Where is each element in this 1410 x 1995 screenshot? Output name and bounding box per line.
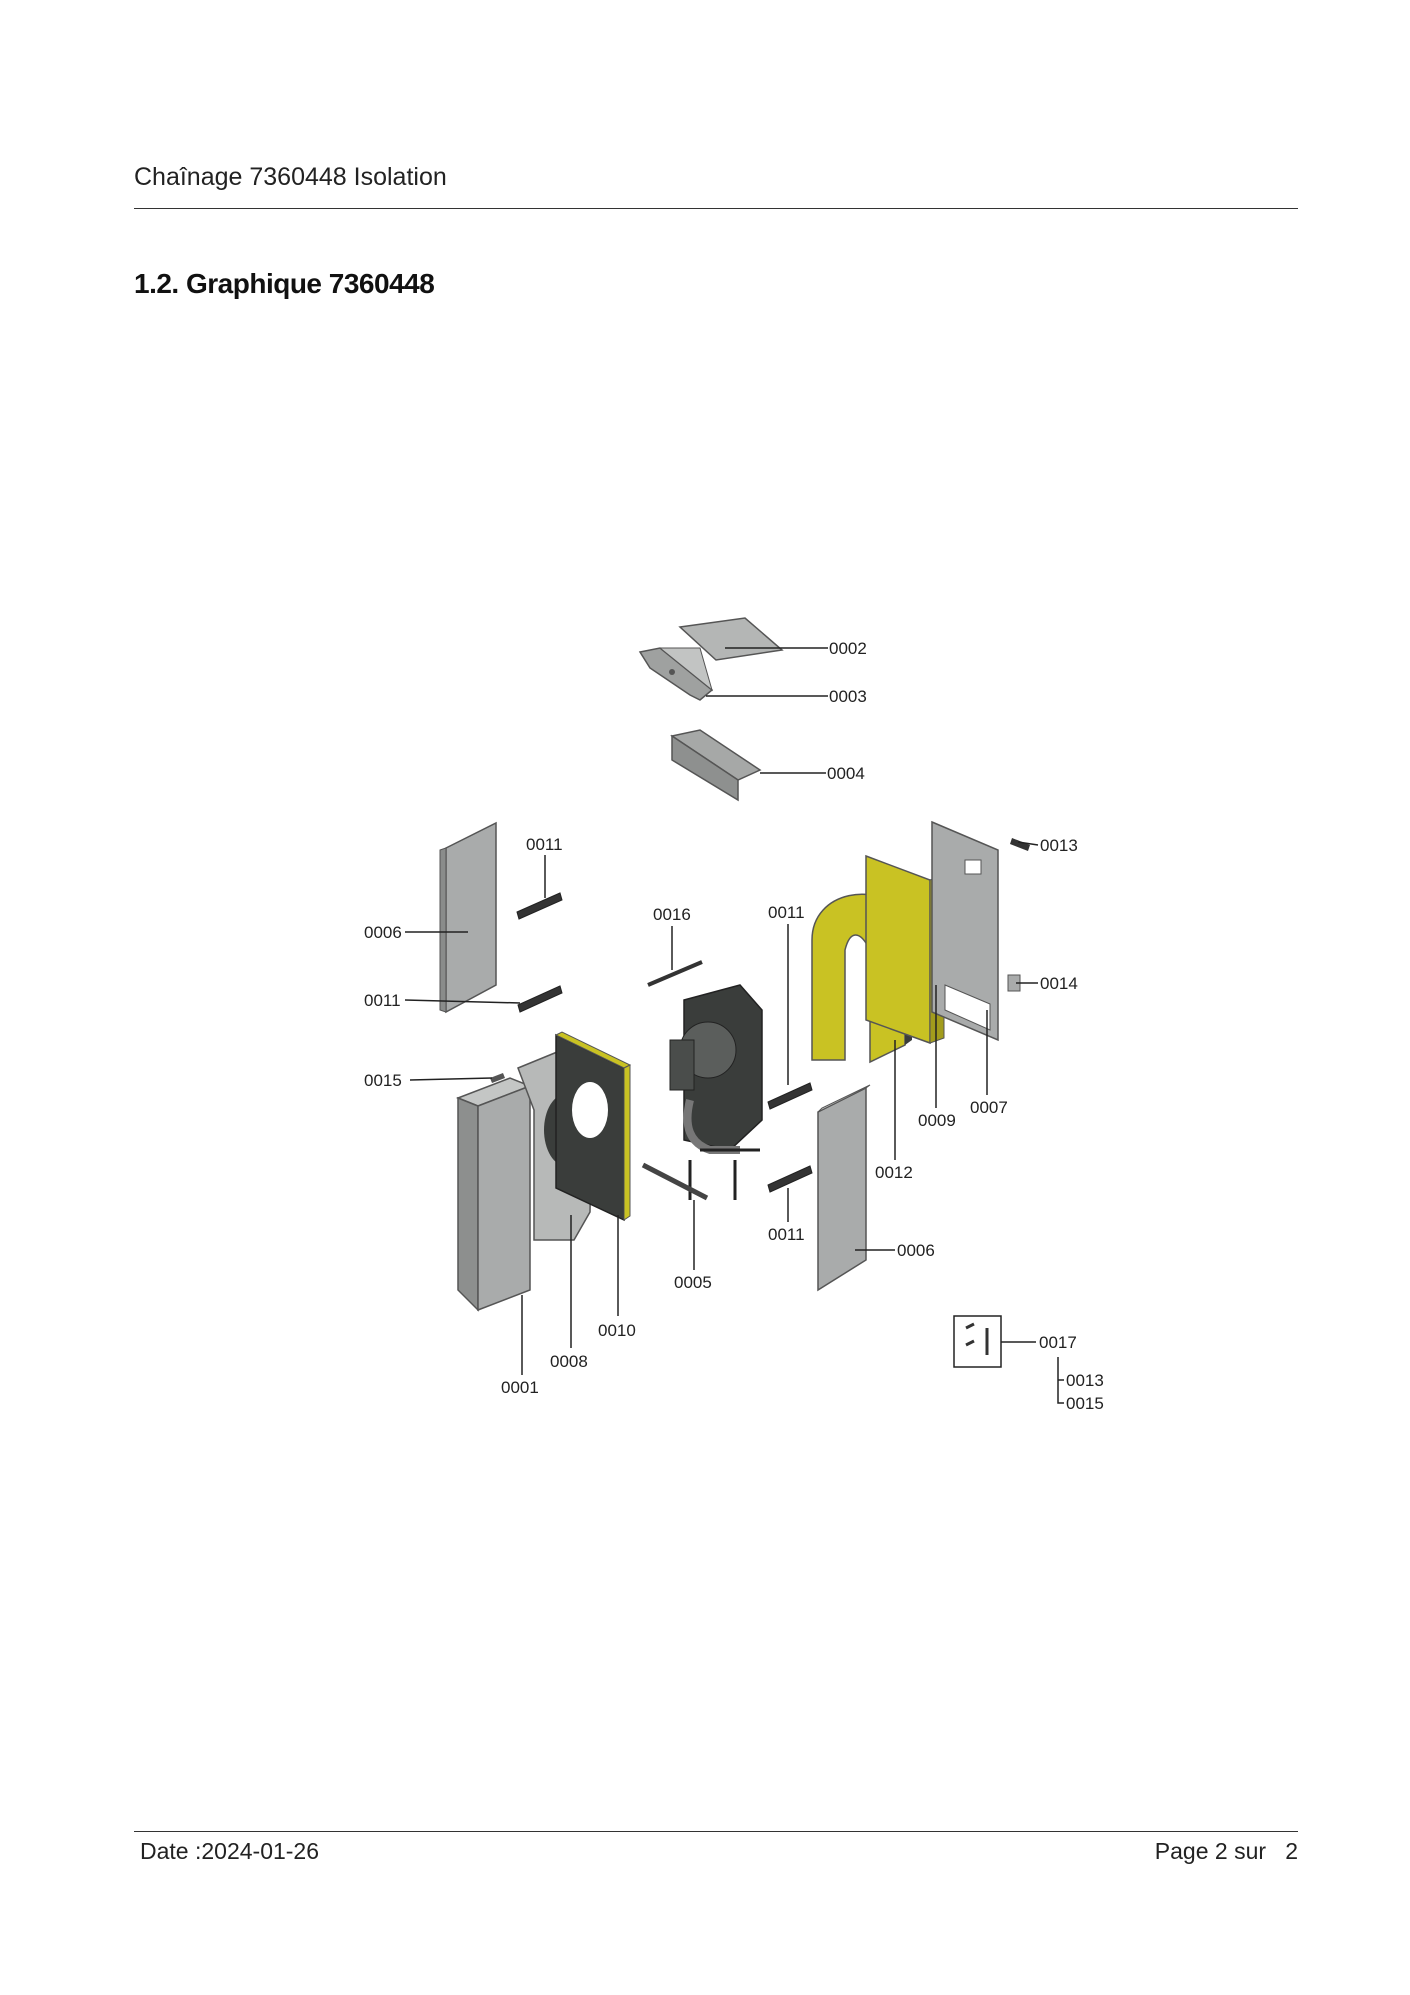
part-0010-insulation-board	[554, 1031, 632, 1222]
callout-0005: 0005	[674, 1273, 712, 1292]
footer-divider	[134, 1831, 1298, 1832]
document-header-title: Chaînage 7360448 Isolation	[134, 163, 447, 191]
part-0002-top-cover	[678, 617, 784, 661]
part-0006-right-side-panel	[817, 1084, 871, 1292]
callout-0011-center: 0011	[768, 903, 805, 922]
part-0011-clip-center	[767, 1082, 813, 1110]
callout-0015-left: 0015	[364, 1071, 402, 1090]
callout-0013-top: 0013	[1040, 836, 1078, 855]
callout-0006-left: 0006	[364, 923, 402, 942]
part-burner-assembly	[669, 984, 763, 1200]
part-0006-left-side-panel	[439, 821, 497, 1014]
callout-0016: 0016	[653, 905, 691, 924]
section-title: 1.2. Graphique 7360448	[134, 268, 435, 299]
callout-0002: 0002	[829, 639, 867, 658]
callout-0004: 0004	[827, 764, 865, 783]
part-0015-screw	[490, 1073, 505, 1083]
header-divider	[134, 208, 1298, 209]
callout-0009: 0009	[918, 1111, 956, 1130]
callout-0006-right: 0006	[897, 1241, 935, 1260]
callout-0014: 0014	[1040, 974, 1078, 993]
callout-0011-upper-left: 0011	[526, 835, 563, 854]
part-0011-clip-lower-center	[767, 1165, 813, 1193]
part-0013-small-clip	[1010, 838, 1030, 851]
callout-0013-kit: 0013	[1066, 1371, 1104, 1390]
footer-date: Date :2024-01-26	[140, 1838, 320, 1864]
part-0004-tray	[670, 729, 762, 802]
callout-0007: 0007	[970, 1098, 1008, 1117]
callout-0003: 0003	[829, 687, 867, 706]
callout-0008: 0008	[550, 1352, 588, 1371]
callout-0017: 0017	[1039, 1333, 1077, 1352]
callout-0011-lower-left: 0011	[364, 991, 401, 1010]
callout-0010: 0010	[598, 1321, 636, 1340]
callout-0001: 0001	[501, 1378, 539, 1397]
callout-0012: 0012	[875, 1163, 913, 1182]
part-0011-clip-upper-left	[516, 892, 563, 920]
callout-0011-lower-center: 0011	[768, 1225, 805, 1244]
part-0003-top-bracket	[638, 647, 714, 701]
part-0005-rod	[641, 1162, 709, 1201]
callout-0015-kit: 0015	[1066, 1394, 1104, 1413]
footer-page-number: Page 2 sur 2	[1154, 1838, 1298, 1864]
part-0007-back-panel	[931, 820, 999, 1042]
part-0016-rod	[647, 960, 703, 987]
part-0011-clip-lower-left	[517, 985, 563, 1013]
part-0017-screw-kit	[953, 1315, 1002, 1368]
callout-leader-lines	[404, 647, 1064, 1404]
part-0001-front-cover	[455, 1077, 533, 1312]
